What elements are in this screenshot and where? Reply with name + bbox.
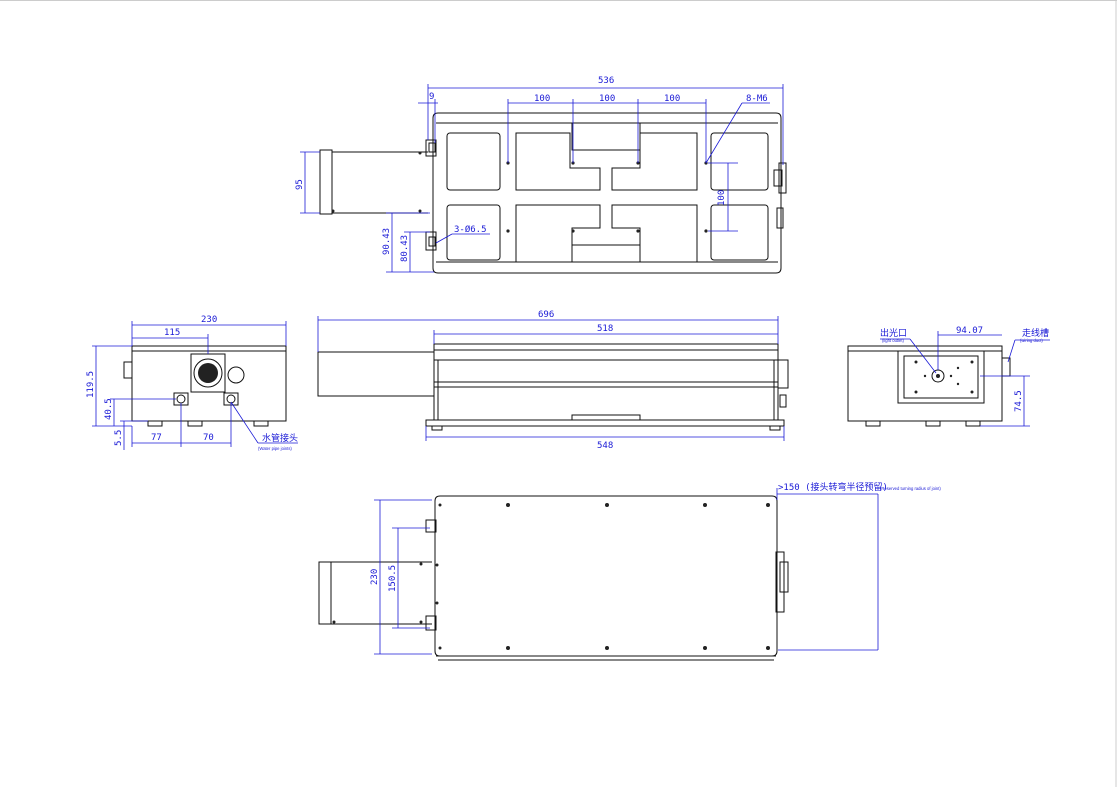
dim-bottom-height: 230 <box>370 569 380 585</box>
dim-vert-pitch: 100 <box>717 190 727 206</box>
dim-right-offset: 94.07 <box>956 326 983 336</box>
reserve-label-cn: >150 (接头转弯半径预留) <box>778 481 888 493</box>
front-view: 696 518 548 <box>317 310 789 451</box>
water-label-en: (Water pipe joints) <box>258 446 292 451</box>
dim-pitch-1: 100 <box>534 94 550 104</box>
slot-label-cn: 走线槽 <box>1022 327 1049 339</box>
out-label-cn: 出光口 <box>880 327 907 339</box>
dim-x-a: 77 <box>151 433 162 443</box>
dim-pitch-2: 100 <box>599 94 615 104</box>
dim-pitch-3: 100 <box>664 94 680 104</box>
dim-overall: 696 <box>538 310 554 320</box>
dim-x-b: 70 <box>203 433 214 443</box>
dim-screw-spec: 8-M6 <box>746 94 768 104</box>
dim-offset-b: 80.43 <box>400 235 410 262</box>
dim-height: 119.5 <box>86 371 96 398</box>
reserve-label-en: (Reserved turning radius of joint) <box>880 486 941 491</box>
dim-handle-width: 95 <box>295 179 305 190</box>
left-side-view: 230 115 119.5 40.5 5.5 77 70 水管接头 (Water… <box>86 315 298 451</box>
out-label-en: (light outlet) <box>882 338 904 343</box>
dim-width: 230 <box>201 315 217 325</box>
dim-low-b: 5.5 <box>114 430 124 446</box>
dim-total-length: 536 <box>598 76 614 86</box>
top-view: 536 9 100 100 100 8-M6 100 95 3-Ø6.5 90.… <box>295 76 787 274</box>
dim-base: 548 <box>597 441 613 451</box>
dim-body: 518 <box>597 324 613 334</box>
dim-left-offset: 9 <box>429 92 434 102</box>
slot-label-en: (wiring duct) <box>1020 338 1043 343</box>
dim-right-height: 74.5 <box>1014 390 1024 412</box>
bottom-view: 230 150.5 >150 (接头转弯半径预留) (Reserved turn… <box>318 481 941 661</box>
dim-low-a: 40.5 <box>104 398 114 420</box>
right-side-view: 出光口 (light outlet) 94.07 走线槽 (wiring duc… <box>847 326 1050 427</box>
dim-offset-a: 90.43 <box>382 228 392 255</box>
dim-center: 115 <box>164 328 180 338</box>
dim-hole-spec: 3-Ø6.5 <box>454 224 487 235</box>
water-label-cn: 水管接头 <box>262 432 298 444</box>
dim-bottom-inner: 150.5 <box>388 565 398 592</box>
